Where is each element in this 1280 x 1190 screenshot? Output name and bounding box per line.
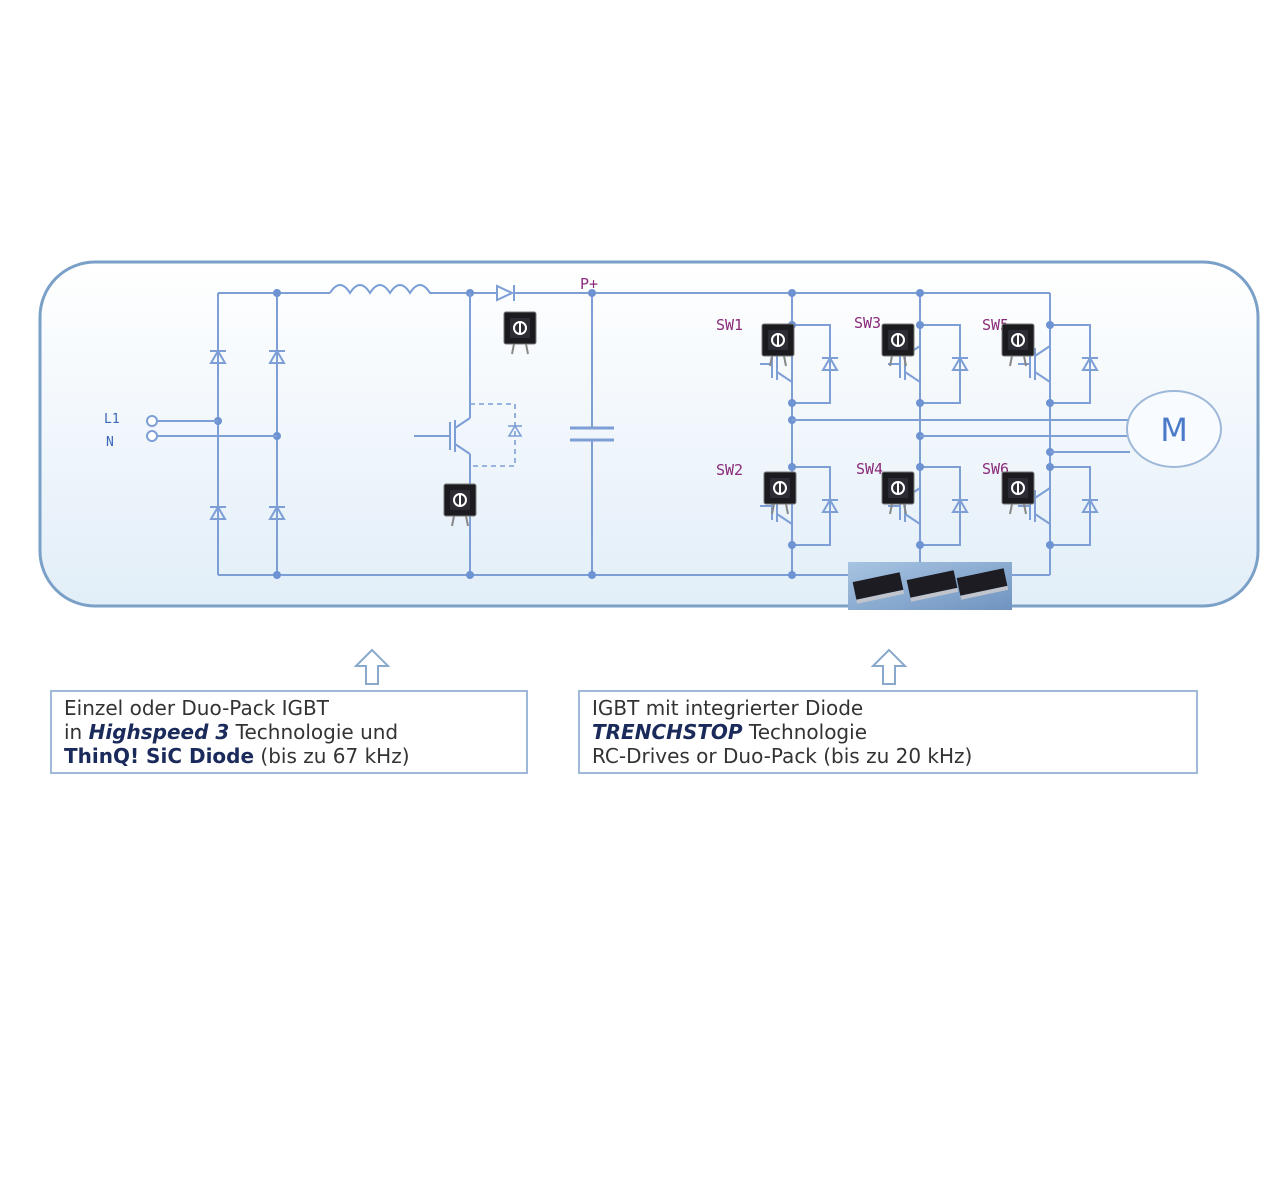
callout-right-line3: RC-Drives or Duo-Pack (bis zu 20 kHz) <box>592 744 973 768</box>
sw4-label: SW4 <box>856 460 883 478</box>
highspeed-3-label: Highspeed 3 <box>88 720 230 744</box>
sw1-label: SW1 <box>716 316 743 334</box>
dc-link-capacitor: P+ <box>570 275 614 579</box>
ac-input: L1 N <box>104 412 277 450</box>
module-photo <box>848 562 1012 610</box>
up-arrow-left-icon <box>353 648 391 685</box>
callout-left-line3: ThinQ! SiC Diode (bis zu 67 kHz) <box>64 744 514 768</box>
callout-right-line1: IGBT mit integrierter Diode <box>592 696 864 720</box>
n-label: N <box>106 435 114 450</box>
pfc-stage <box>329 284 1050 579</box>
trenchstop-label: TRENCHSTOP <box>592 720 743 744</box>
callout-left-line1: Einzel oder Duo-Pack IGBT <box>64 696 329 720</box>
circuit-panel <box>38 260 1260 608</box>
callout-left-line2-prefix: in <box>64 720 89 744</box>
l1-label: L1 <box>104 412 120 427</box>
sw3-label: SW3 <box>854 314 881 332</box>
rectifier-bridge <box>209 289 1050 579</box>
callout-left-line2: in Highspeed 3 Technologie und <box>64 720 514 744</box>
motor-label: M <box>1160 411 1188 449</box>
p-plus-label: P+ <box>580 275 598 293</box>
callout-right: IGBT mit integrierter Diode TRENCHSTOP T… <box>578 690 1198 774</box>
callout-left-line3-suffix: (bis zu 67 kHz) <box>254 744 410 768</box>
motor: M <box>1126 390 1222 468</box>
callout-right-line2: TRENCHSTOP Technologie <box>592 720 1184 744</box>
inverter-bridge: SW1 SW2 SW3 SW4 SW5 SW6 <box>716 289 1130 579</box>
up-arrow-right-icon <box>870 648 908 685</box>
thinq-sic-diode-label: ThinQ! SiC Diode <box>64 744 255 768</box>
sw2-label: SW2 <box>716 461 743 479</box>
callout-left-line2-suffix: Technologie und <box>229 720 399 744</box>
callout-left: Einzel oder Duo-Pack IGBT in Highspeed 3… <box>50 690 528 774</box>
callout-right-line2-suffix: Technologie <box>742 720 867 744</box>
